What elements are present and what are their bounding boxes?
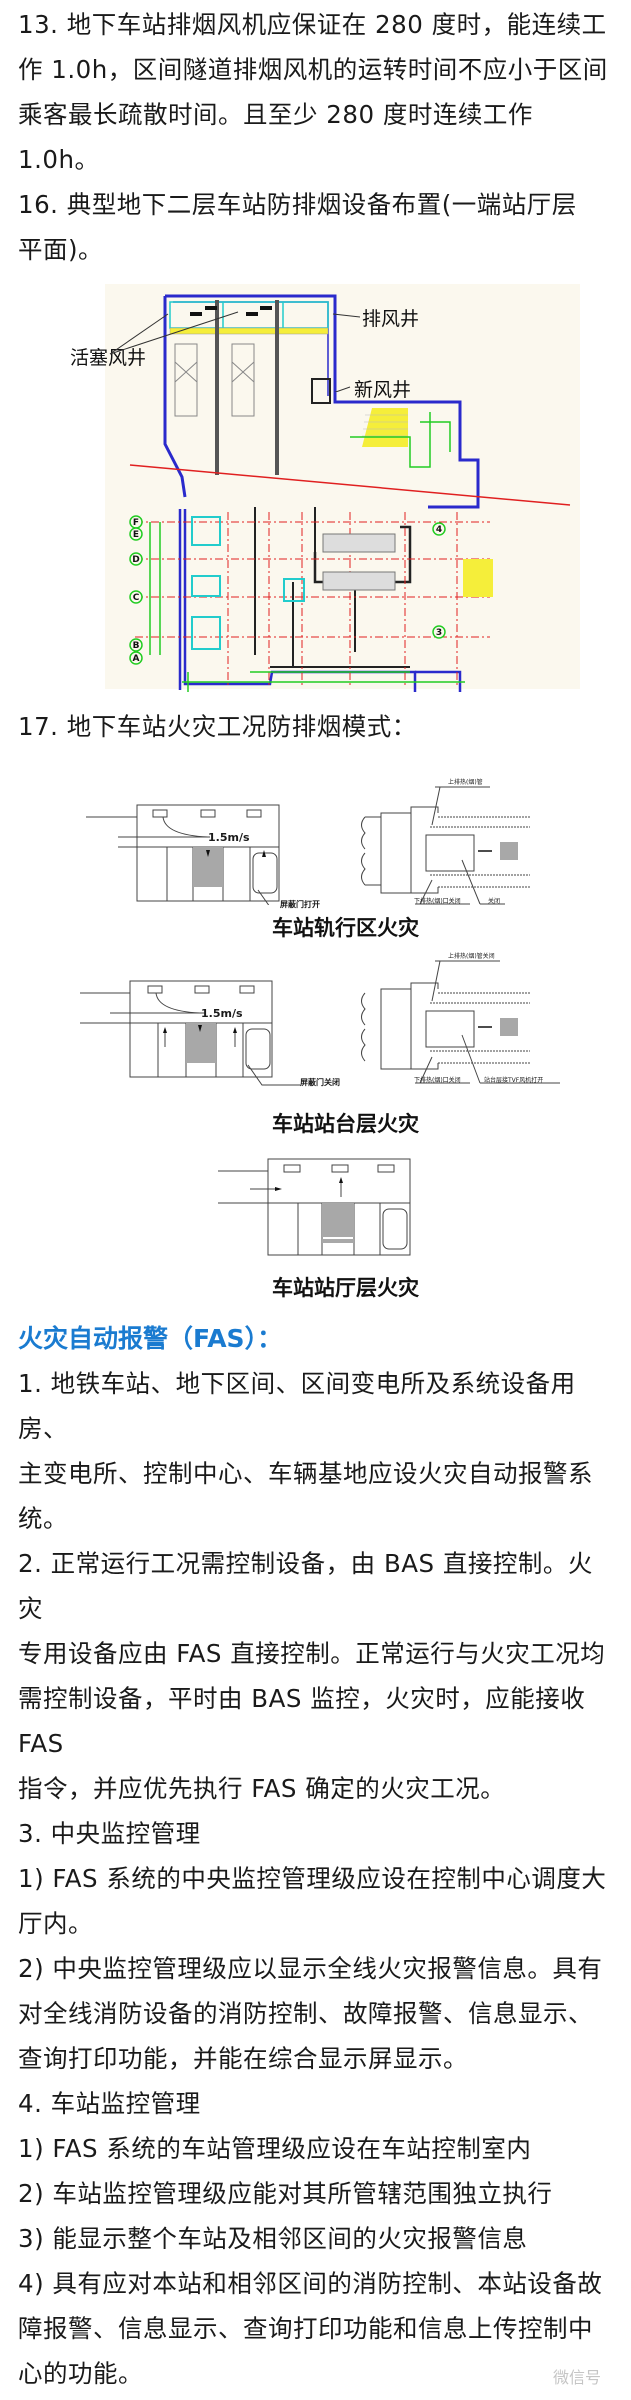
text-line: 统。 (18, 1504, 68, 1533)
diagram-concourse-fire (18, 1153, 613, 1263)
text-line: 作 1.0h，区间隧道排烟风机的运转时间不应小于区间 (18, 55, 608, 84)
leader-lines (109, 311, 361, 392)
text-line: 3) 能显示整个车站及相邻区间的火灾报警信息 (18, 2224, 528, 2253)
text-line: 指令，并应优先执行 FAS 确定的火灾工况。 (18, 1774, 506, 1803)
fas-section-heading: 火灾自动报警（FAS）： (18, 1324, 283, 1353)
svg-text:F: F (133, 518, 139, 528)
text-line: 专用设备应由 FAS 直接控制。正常运行与火灾工况均 (18, 1639, 606, 1668)
text-line: 障报警、信息显示、查询打印功能和信息上传控制中 (18, 2314, 593, 2343)
lower-exhaust-port-closed-label: 下排热(烟)口关闭 (414, 898, 461, 905)
text-line: 主变电所、控制中心、车辆基地应设火灾自动报警系 (18, 1459, 593, 1488)
closed-label: 关闭 (488, 898, 501, 905)
caption-platform-fire: 车站站台层火灾 (272, 1112, 419, 1136)
caption-concourse-fire: 车站站厅层火灾 (272, 1276, 419, 1300)
screen-door-open-label: 屏蔽门打开 (280, 900, 320, 909)
station-floor-plan-figure: F E D C B A 4 3 排风井 活塞风井 新风井 (10, 272, 630, 692)
item-16-paragraph: 16. 典型地下二层车站防排烟设备布置(一端站厅层 平面)。 (18, 182, 613, 272)
lower-exhaust-port-closed-label: 下排热(烟)口关闭 (414, 1077, 461, 1084)
text-line: 对全线消防设备的消防控制、故障报警、信息显示、 (18, 1999, 593, 2028)
upper-exhaust-pipe-label: 上排热(烟)管 (448, 779, 483, 786)
svg-text:A: A (133, 654, 140, 664)
text-line: 心的功能。 (18, 2359, 143, 2388)
diagram-platform-fire: 1.5m/s 屏蔽门关闭 上排热(烟)管关闭 下排热(烟)口关闭 站台层接TVF… (18, 945, 613, 1105)
text-line: 5) 主变电所为无人值守，设置区域报警控制盘纳入临 (18, 2396, 613, 2400)
svg-text:D: D (132, 555, 139, 565)
svg-text:B: B (133, 641, 140, 651)
text-line: 平面)。 (18, 235, 104, 264)
svg-text:3: 3 (436, 628, 442, 638)
tvf-fan-open-label: 站台层接TVF风机打开 (484, 1077, 544, 1084)
text-line: 查询打印功能，并能在综合显示屏显示。 (18, 2044, 468, 2073)
svg-text:C: C (133, 593, 140, 603)
caption-track-area-fire: 车站轨行区火灾 (272, 916, 419, 940)
piston-shaft-label: 活塞风井 (70, 347, 147, 369)
text-line: 4. 车站监控管理 (18, 2089, 201, 2118)
text-line: 1) FAS 系统的中央监控管理级应设在控制中心调度大 (18, 1864, 607, 1893)
text-line: 3. 中央监控管理 (18, 1819, 201, 1848)
text-line: 4) 具有应对本站和相邻区间的消防控制、本站设备故 (18, 2269, 603, 2298)
speed-label: 1.5m/s (201, 1007, 243, 1020)
exhaust-shaft-label: 排风井 (362, 308, 420, 330)
platform-fire-section-drawing (80, 960, 560, 1086)
fresh-air-shaft-label: 新风井 (354, 379, 412, 401)
speed-label: 1.5m/s (208, 831, 250, 844)
diagram-track-area-fire: 1.5m/s 屏蔽门打开 上排热(烟)管 下排热(烟)口关闭 关闭 (18, 755, 613, 909)
text-line: 13. 地下车站排烟风机应保证在 280 度时，能连续工 (18, 10, 607, 39)
text-line: 需控制设备，平时由 BAS 监控，火灾时，应能接收 FAS (18, 1684, 586, 1758)
wechat-watermark: 微信号 (552, 2368, 601, 2387)
text-line: 16. 典型地下二层车站防排烟设备布置(一端站厅层 (18, 190, 577, 219)
svg-text:4: 4 (436, 525, 442, 535)
text-line: 2) 中央监控管理级应以显示全线火灾报警信息。具有 (18, 1954, 603, 1983)
text-line: 乘客最长疏散时间。且至少 280 度时连续工作 1.0h。 (18, 100, 533, 174)
svg-text:E: E (133, 530, 139, 540)
text-line: 2) 车站监控管理级应能对其所管辖范围独立执行 (18, 2179, 553, 2208)
upper-exhaust-pipe-closed-label: 上排热(烟)管关闭 (448, 953, 495, 960)
item-17-title: 17. 地下车站火灾工况防排烟模式： (18, 712, 417, 741)
fas-section-body: 1. 地铁车站、地下区间、区间变电所及系统设备用房、 主变电所、控制中心、车辆基… (18, 1361, 613, 2400)
text-line: 1) FAS 系统的车站管理级应设在车站控制室内 (18, 2134, 532, 2163)
screen-door-closed-label: 屏蔽门关闭 (300, 1078, 340, 1087)
concourse-fire-section-drawing (218, 1158, 411, 1256)
column-axis-labels (10, 672, 630, 692)
item-13-paragraph: 13. 地下车站排烟风机应保证在 280 度时，能连续工 作 1.0h，区间隧道… (18, 0, 613, 182)
text-line: 1. 地铁车站、地下区间、区间变电所及系统设备用房、 (18, 1369, 576, 1443)
text-line: 厅内。 (18, 1909, 93, 1938)
track-fire-section-drawing (86, 786, 530, 905)
text-line: 2. 正常运行工况需控制设备，由 BAS 直接控制。火灾 (18, 1549, 593, 1623)
floor-plan-drawing: F E D C B A 4 3 (105, 284, 580, 692)
